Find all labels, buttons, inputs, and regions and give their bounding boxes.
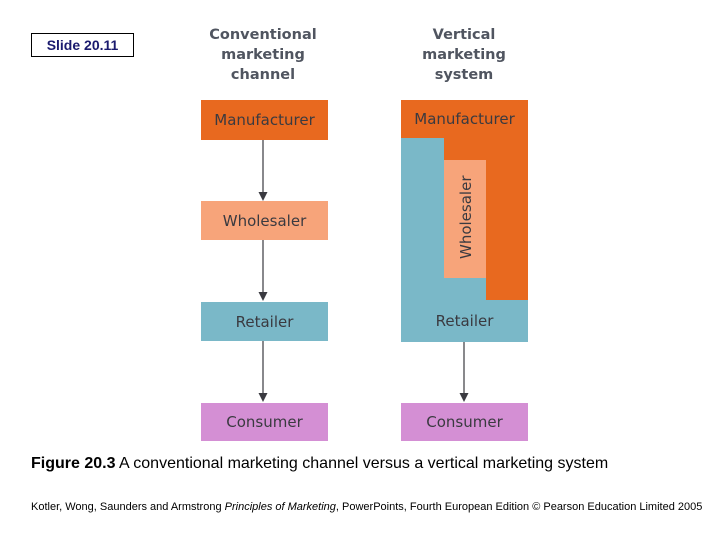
vertical-wholesaler-label: Wholesaler — [457, 175, 475, 259]
vertical-retailer-label: Retailer — [435, 312, 494, 330]
copyright-footer: Kotler, Wong, Saunders and Armstrong Pri… — [31, 501, 721, 513]
slide-number-badge: Slide 20.11 — [31, 33, 134, 57]
conventional-retailer-label: Retailer — [235, 312, 294, 331]
arrow-retailer-to-consumer — [258, 341, 268, 402]
conventional-wholesaler-label: Wholesaler — [222, 211, 307, 230]
vertical-wholesaler-region — [444, 160, 486, 278]
conventional-consumer-box: Consumer — [201, 403, 328, 441]
footer-authors: Kotler, Wong, Saunders and Armstrong — [31, 501, 225, 513]
footer-book-title: Principles of Marketing — [224, 501, 336, 513]
vertical-system-block — [401, 100, 528, 342]
arrow-wholesaler-to-retailer — [258, 240, 268, 301]
arrow-manufacturer-to-wholesaler — [258, 140, 268, 201]
footer-rest: , PowerPoints, Fourth European Edition ©… — [335, 501, 703, 513]
arrow-vertical-to-consumer — [459, 342, 469, 402]
conventional-consumer-label: Consumer — [226, 413, 303, 431]
vertical-manufacturer-region — [401, 100, 528, 300]
conventional-channel-header: Conventional marketing channel — [209, 27, 317, 83]
vertical-consumer-box: Consumer — [401, 403, 528, 441]
conventional-wholesaler-box: Wholesaler — [201, 201, 328, 240]
figure-caption: Figure 20.3 A conventional marketing cha… — [31, 453, 671, 474]
conventional-manufacturer-box: Manufacturer — [201, 100, 328, 140]
vertical-manufacturer-label: Manufacturer — [414, 110, 515, 128]
vertical-system-header: Vertical marketing system — [422, 27, 506, 83]
figure-number: Figure 20.3 — [31, 455, 116, 472]
conventional-manufacturer-label: Manufacturer — [214, 111, 315, 129]
conventional-retailer-box: Retailer — [201, 302, 328, 341]
vertical-consumer-label: Consumer — [426, 413, 503, 431]
figure-caption-text: A conventional marketing channel versus … — [115, 455, 609, 472]
